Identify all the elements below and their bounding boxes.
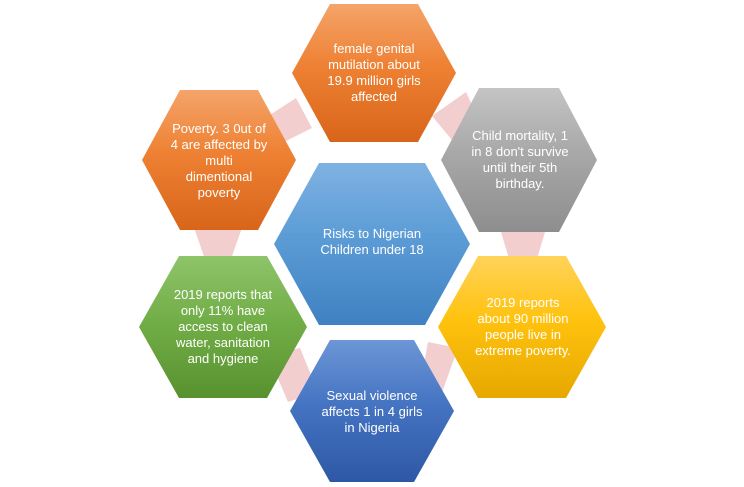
- node-top-right-label: Child mortality, 1 in 8 don't survive un…: [471, 128, 569, 191]
- connector-top-to-top-right: [432, 92, 478, 140]
- hexagon-bottom: [290, 340, 454, 482]
- hexagon-top: [292, 4, 456, 142]
- hexagon-top-right: [441, 88, 597, 232]
- hexagon-left: [139, 256, 307, 398]
- node-top-left-label: Poverty. 3 0ut of 4 are affected by mult…: [170, 121, 268, 200]
- node-right-label: 2019 reports about 90 million people liv…: [475, 295, 571, 358]
- hexagon-right: [438, 256, 606, 398]
- hexagon-center: [274, 163, 470, 325]
- hexagon-top-left: [142, 90, 296, 230]
- center-label: Risks to Nigerian Children under 18: [320, 226, 424, 257]
- node-left-label: 2019 reports that only 11% have access t…: [173, 287, 273, 366]
- connector-top-left-to-left: [192, 222, 244, 262]
- node-top-label: female genital mutilation about 19.9 mil…: [327, 41, 421, 104]
- node-bottom-label: Sexual violence affects 1 in 4 girls in …: [321, 388, 423, 435]
